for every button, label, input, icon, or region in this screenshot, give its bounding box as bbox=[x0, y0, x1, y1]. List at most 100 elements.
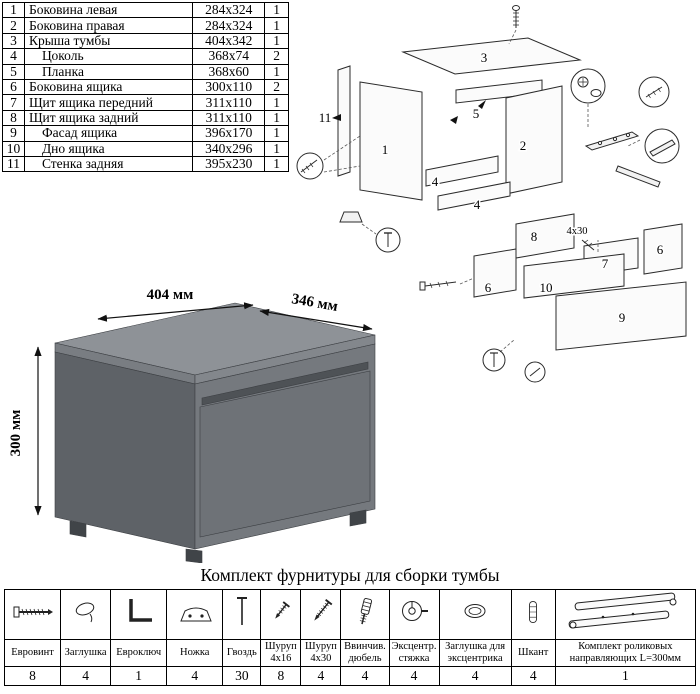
table-row: 6 Боковина ящика 300x110 2 bbox=[2, 78, 289, 96]
cabinet-body bbox=[54, 302, 376, 563]
foot-screw-icon bbox=[384, 232, 392, 247]
height-dimension-label: 300 мм bbox=[8, 410, 24, 457]
part-qty: 1 bbox=[264, 32, 289, 50]
part-size: 311x110 bbox=[192, 94, 266, 111]
part-name: Боковина левая bbox=[23, 1, 194, 19]
drawer-front bbox=[199, 370, 371, 538]
hardware-item-name: Комплект роликовых направляющих L=300мм bbox=[554, 639, 697, 667]
part-size: 368x60 bbox=[192, 63, 266, 80]
part-num: 2 bbox=[2, 17, 25, 34]
part-label: 6 bbox=[657, 242, 664, 257]
leg-icon bbox=[180, 607, 212, 622]
screw-callout-right bbox=[638, 76, 670, 108]
hardware-item-name: Гвоздь bbox=[222, 639, 262, 667]
parts-table: 1 Боковина левая 284x324 1 2 Боковина пр… bbox=[2, 1, 289, 173]
dimension-arrows bbox=[34, 302, 373, 516]
screw-icon-bottom bbox=[529, 367, 541, 377]
part-size: 395x230 bbox=[192, 155, 266, 173]
part-num: 3 bbox=[2, 32, 25, 50]
hardware-item-name: Шуруп 4x30 bbox=[300, 639, 342, 667]
part-qty: 1 bbox=[264, 140, 289, 157]
right-side-shape bbox=[505, 85, 563, 195]
pointer-arrows bbox=[332, 100, 486, 124]
screw-4x30-icon bbox=[314, 598, 333, 621]
part-size: 404x342 bbox=[192, 32, 266, 50]
drawer-facade-shape bbox=[555, 281, 687, 351]
drawer-slide-rail-2 bbox=[615, 165, 661, 188]
part-size: 300x110 bbox=[192, 78, 266, 96]
cabinet-left-face bbox=[54, 351, 196, 550]
hardware-item-qty: 8 bbox=[3, 666, 62, 686]
back-strip-shape bbox=[337, 65, 351, 177]
nail-icon bbox=[236, 597, 247, 625]
table-row: 9 Фасад ящика 396x170 1 bbox=[2, 125, 289, 142]
hardware-item-qty: 4 bbox=[340, 666, 390, 686]
part-name: Щит ящика передний bbox=[23, 94, 194, 111]
part-label: 5 bbox=[473, 106, 480, 121]
metal-fittings bbox=[339, 131, 661, 291]
width-arrow bbox=[97, 302, 254, 322]
table-row: 8 Щит ящика задний 311x110 1 bbox=[2, 109, 289, 127]
hardware-item-name: Евроключ bbox=[110, 639, 168, 667]
cam-cover-icon bbox=[464, 604, 486, 618]
part-label: 4 bbox=[474, 197, 481, 212]
hardware-item-name: Заглушка для эксцентрика bbox=[438, 639, 512, 667]
part-name: Дно ящика bbox=[23, 140, 194, 157]
part-qty: 1 bbox=[264, 1, 289, 19]
part-label: 6 bbox=[485, 280, 492, 295]
part-label: 8 bbox=[531, 229, 538, 244]
confirmat-screw-icon bbox=[300, 159, 318, 174]
table-row: 7 Щит ящика передний 311x110 1 bbox=[2, 94, 289, 111]
part-size: 340x296 bbox=[192, 140, 266, 157]
part-label: 10 bbox=[540, 280, 553, 295]
foot-icon-diagram bbox=[339, 211, 363, 223]
hardware-item-qty: 4 bbox=[510, 666, 556, 686]
depth-dimension-label: 346 мм bbox=[290, 291, 339, 315]
cam-lock-icon bbox=[402, 601, 429, 621]
part-num: 1 bbox=[2, 1, 25, 19]
hardware-item-name: Шкант bbox=[510, 639, 556, 667]
wooden-dowel-icon bbox=[529, 601, 538, 623]
table-row: 2 Боковина правая 284x324 1 bbox=[2, 17, 289, 34]
euro-screw-icon bbox=[13, 606, 53, 618]
hardware-item-qty: 4 bbox=[438, 666, 512, 686]
screw-icon-right bbox=[645, 86, 663, 99]
part-labels: 3 5 11 1 2 4 4 8 4x30 7 6 6 10 9 bbox=[317, 49, 665, 327]
drawer-groove bbox=[201, 361, 369, 406]
part-size: 396x170 bbox=[192, 125, 266, 142]
table-row: 10 Дно ящика 340x296 1 bbox=[2, 140, 289, 157]
top-panel-shape bbox=[401, 37, 582, 75]
hardware-item-name: Эксцентр. стяжка bbox=[388, 639, 440, 667]
drawer-screw-icon bbox=[419, 280, 457, 291]
part-name: Щит ящика задний bbox=[23, 109, 194, 127]
part-num: 5 bbox=[2, 63, 25, 80]
part-label: 3 bbox=[481, 50, 488, 65]
part-num: 4 bbox=[2, 48, 25, 65]
part-num: 8 bbox=[2, 109, 25, 127]
screw-note: 4x30 bbox=[567, 226, 588, 237]
plinth-2-shape bbox=[437, 181, 511, 211]
drawer-slide-rail-1 bbox=[584, 131, 640, 151]
drawer-side-left-shape bbox=[473, 248, 517, 298]
depth-arrow bbox=[259, 308, 373, 332]
part-name: Крыша тумбы bbox=[23, 32, 194, 50]
cam-fitting-callout bbox=[570, 68, 606, 104]
part-label: 2 bbox=[520, 138, 527, 153]
part-label: 7 bbox=[602, 256, 609, 271]
table-row: 5 Планка 368x60 1 bbox=[2, 63, 289, 80]
part-label: 1 bbox=[382, 142, 389, 157]
table-row: 1 Боковина левая 284x324 1 bbox=[2, 1, 289, 19]
part-size: 311x110 bbox=[192, 109, 266, 127]
hardware-kit-title: Комплект фурнитуры для сборки тумбы bbox=[200, 565, 500, 585]
left-side-shape bbox=[359, 81, 423, 201]
cabinet-foot bbox=[185, 548, 203, 563]
cabinet-foot bbox=[69, 520, 87, 538]
hardware-item-name: Евровинт bbox=[3, 639, 62, 667]
nail-callout bbox=[482, 348, 506, 372]
drawer-back-shape bbox=[515, 213, 575, 259]
hardware-item-qty: 4 bbox=[388, 666, 440, 686]
part-name: Фасад ящика bbox=[23, 125, 194, 142]
drawer-bottom-shape bbox=[523, 253, 625, 299]
hex-key-icon bbox=[128, 599, 152, 622]
hardware-item-qty: 8 bbox=[260, 666, 302, 686]
